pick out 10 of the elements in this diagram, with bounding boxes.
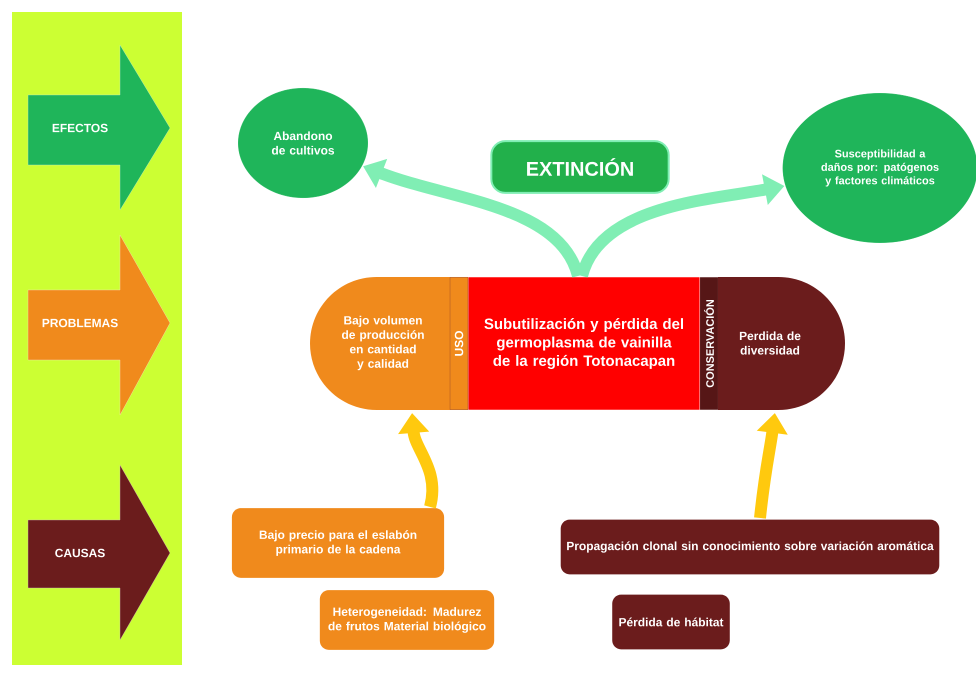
problem-box: Subutilización y pérdida del germoplasma de vainilla de la región Totonacapan — [468, 277, 700, 410]
cause-box: Heterogeneidad: Madurez de frutos Material biológico — [320, 590, 494, 650]
cause-box: Pérdida de hábitat — [612, 594, 730, 650]
node-label: Bajo volumen de producción en cantidad y calidad — [342, 316, 424, 370]
vertical-label-strip: USO — [450, 277, 468, 410]
cause-box: Propagación clonal sin conocimiento sobre variación aromática — [560, 520, 940, 574]
cause-box: Bajo precio para el eslabón primario de la cadena — [232, 508, 444, 578]
vertical-label-strip: CONSERVACIÓN — [700, 277, 718, 410]
capsule-right-segment: Perdida de diversidad — [718, 276, 845, 410]
extinction-box: EXTINCIÓN — [490, 140, 670, 194]
